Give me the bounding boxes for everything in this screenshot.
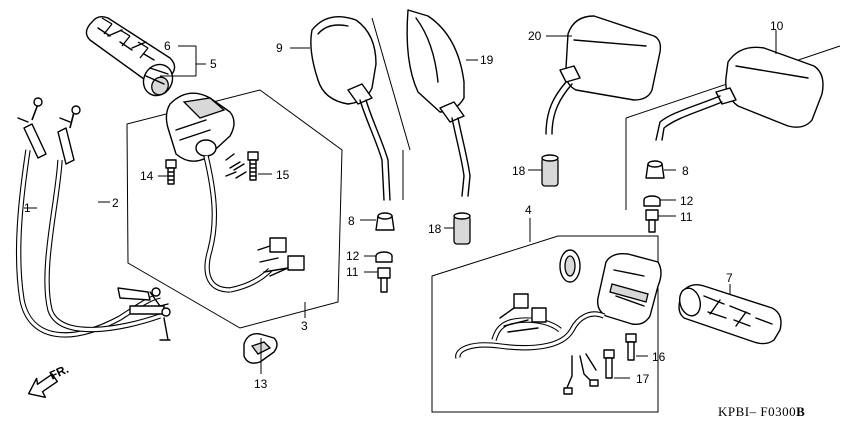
callout-14: 14 [140, 169, 154, 183]
screw-17 [603, 349, 615, 379]
throttle-cables [15, 97, 171, 341]
callout-17: 17 [636, 372, 650, 386]
callout-12-left: 12 [346, 249, 360, 263]
rubber-cap-8-right [645, 160, 665, 179]
callout-4: 4 [525, 203, 532, 217]
bolt-15 [247, 151, 259, 181]
drawing-code: KPBI– F0300B [718, 404, 805, 419]
spacer-18-right [541, 154, 559, 187]
left-grip-7 [678, 283, 782, 345]
right-handlebar-switch [455, 249, 662, 395]
bolt-11-right [645, 209, 659, 233]
callout-18-left: 18 [428, 222, 442, 236]
mirror-20 [545, 15, 662, 135]
divider-line-1 [371, 17, 411, 151]
mirror-10 [655, 46, 824, 141]
callout-1: 1 [24, 201, 31, 215]
callout-19: 19 [480, 53, 494, 67]
bolt-11-left [377, 267, 391, 293]
left-handlebar-switch [165, 92, 305, 293]
nut-12-right [643, 195, 661, 207]
leader-lines [24, 30, 777, 379]
callout-8-left: 8 [348, 214, 355, 228]
callout-16: 16 [652, 350, 666, 364]
front-arrow-label: FR. [47, 362, 70, 383]
spacer-18-left [453, 212, 471, 245]
callout-15: 15 [276, 168, 290, 182]
front-direction-arrow: FR. [27, 362, 71, 399]
callout-3: 3 [301, 319, 308, 333]
callout-13: 13 [254, 377, 268, 391]
drawing-code-main: KPBI– F0300 [718, 404, 796, 419]
callout-9: 9 [276, 41, 283, 55]
nut-12-left [375, 251, 393, 263]
switch-group-frame-right [431, 235, 659, 413]
switch-group-frame-left [126, 89, 343, 329]
bolt-14 [165, 159, 177, 185]
callout-2: 2 [112, 196, 119, 210]
callout-11-right: 11 [680, 210, 693, 224]
callout-10: 10 [770, 19, 784, 33]
callout-8-right: 8 [682, 164, 689, 178]
callout-11-left: 11 [346, 265, 359, 279]
left-mirror [310, 16, 391, 201]
mirror-19 [406, 9, 471, 197]
callout-20: 20 [528, 29, 542, 43]
callout-5: 5 [210, 57, 217, 71]
drawing-code-suffix: B [796, 404, 805, 419]
callout-18-right: 18 [512, 164, 526, 178]
rubber-cap-8-left [375, 212, 395, 231]
callout-7: 7 [726, 271, 733, 285]
throttle-grip [85, 15, 176, 97]
screw-16 [625, 333, 637, 361]
callout-6: 6 [164, 39, 171, 53]
callout-12-right: 12 [680, 194, 694, 208]
